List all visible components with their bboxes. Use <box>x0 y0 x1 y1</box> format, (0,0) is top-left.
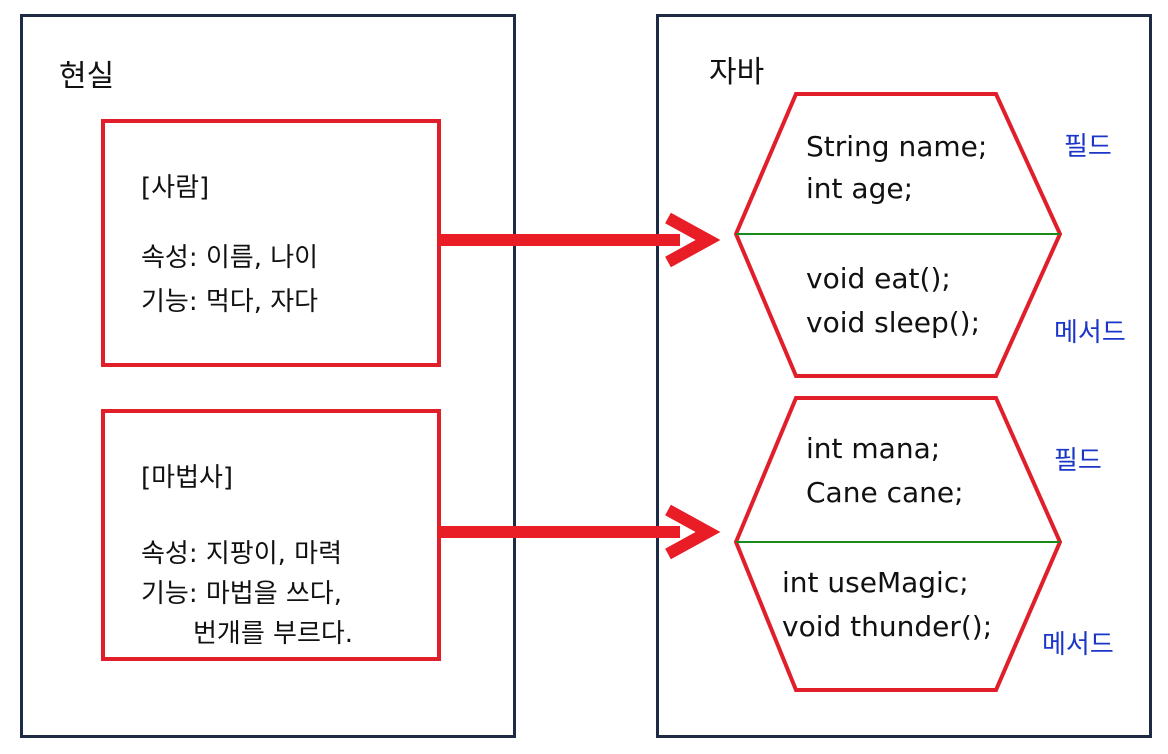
wizard-arrow <box>438 504 721 560</box>
reality-panel: 현실 [사람] 속성: 이름, 나이 기능: 먹다, 자다 [마법사] 속성: … <box>20 14 516 738</box>
wizard-method-thunder: void thunder(); <box>782 610 993 643</box>
person-functions: 기능: 먹다, 자다 <box>141 287 319 317</box>
person-attributes: 속성: 이름, 나이 <box>141 243 319 273</box>
wizard-functions-line1: 기능: 마법을 쓰다, <box>141 579 342 609</box>
wizard-method-usemagic: int useMagic; <box>782 566 969 599</box>
wizard-field-mana: int mana; <box>806 432 941 465</box>
person-field-tag: 필드 <box>1064 132 1112 162</box>
wizard-field-cane: Cane cane; <box>806 476 964 509</box>
person-field-name: String name; <box>806 130 988 163</box>
reality-title: 현실 <box>59 59 115 94</box>
wizard-field-tag: 필드 <box>1054 446 1102 476</box>
person-field-age: int age; <box>806 172 913 205</box>
person-arrow <box>438 212 721 268</box>
person-heading: [사람] <box>141 173 210 203</box>
wizard-method-tag: 메서드 <box>1042 630 1114 660</box>
wizard-heading: [마법사] <box>141 463 234 493</box>
wizard-box: [마법사] 속성: 지팡이, 마력 기능: 마법을 쓰다, 번개를 부르다. <box>101 409 441 661</box>
java-title: 자바 <box>709 55 765 90</box>
person-box: [사람] 속성: 이름, 나이 기능: 먹다, 자다 <box>101 119 441 367</box>
person-method-eat: void eat(); <box>806 262 951 295</box>
person-method-sleep: void sleep(); <box>806 306 981 339</box>
wizard-attributes: 속성: 지팡이, 마력 <box>141 539 342 569</box>
person-method-tag: 메서드 <box>1054 318 1126 348</box>
wizard-functions-line2: 번개를 부르다. <box>193 619 354 649</box>
